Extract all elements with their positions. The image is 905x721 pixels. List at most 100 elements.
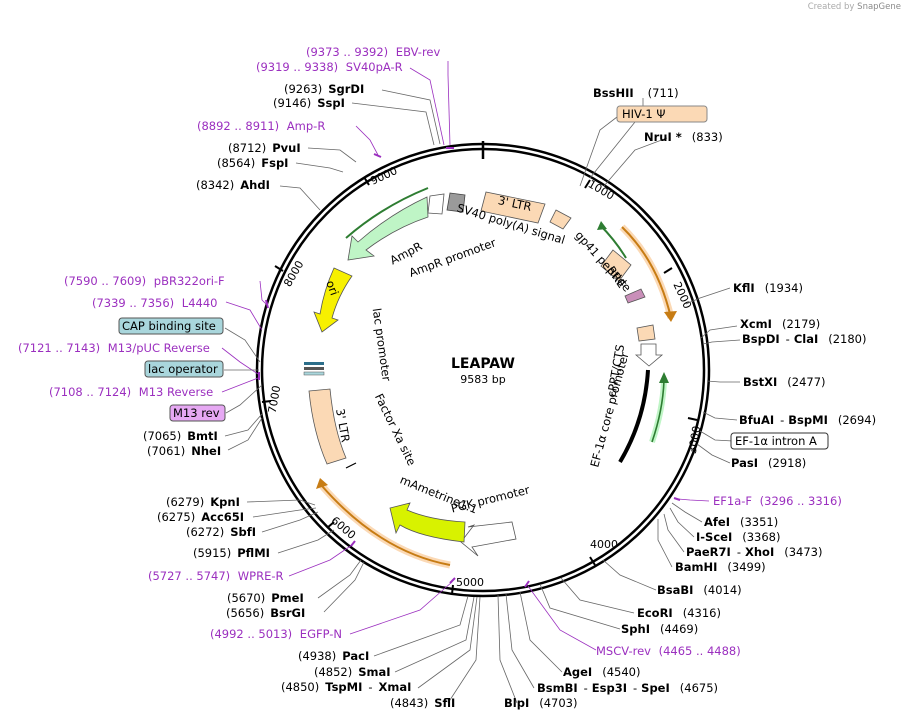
- enz-kfli: KflI(1934): [733, 281, 803, 295]
- ampr-feature: [347, 196, 429, 261]
- tick-1000: [584, 179, 591, 189]
- enz-blpi-name: BlpI: [504, 696, 529, 710]
- enz-ecori-name: EcoRI: [637, 606, 673, 620]
- enz-paci-pos: (4938): [298, 649, 336, 663]
- tick-5000: [451, 584, 454, 595]
- tick-8000: [274, 265, 284, 272]
- leader-nhei: [227, 417, 263, 451]
- primer-m13rev-name: M13 Reverse: [139, 385, 213, 399]
- factor-xa-label: Factor Xa site: [372, 391, 419, 467]
- enz-bamhi-name: BamHI: [675, 560, 717, 574]
- primer-egfp: (4992 .. 5013) EGFP-N: [210, 627, 342, 641]
- enz-ahdi: (8342)AhdI: [196, 178, 270, 192]
- ef1a-core-bar: [618, 369, 650, 464]
- primer-mark-pbr: [265, 299, 269, 309]
- enz-nhei-pos: (7061): [147, 444, 185, 458]
- enz-bsmbi-name: BsmBI: [537, 681, 578, 695]
- enz-pvui: (8712)PvuI: [228, 141, 301, 155]
- enz-nrui-pos: (833): [692, 130, 723, 144]
- enz-sgrdi-pos: (9263): [284, 82, 322, 96]
- leader-pasi: [696, 443, 731, 464]
- enz-pasi-pos: (2918): [768, 456, 806, 470]
- leader-agei: [519, 591, 563, 673]
- primer-mark-ef1a: [673, 497, 681, 501]
- primer-ef1af-name: EF1a-F: [713, 494, 752, 508]
- hiv-psi-label: HIV-1 Ψ: [622, 107, 665, 121]
- enz-bstxi-pos: (2477): [787, 375, 825, 389]
- primer-m13rev: (7108 .. 7124) M13 Reverse: [49, 385, 213, 399]
- snapgene-credit: Created by SnapGene: [808, 2, 901, 12]
- enz-xcmi: XcmI(2179): [740, 317, 820, 331]
- enz-fspi-pos: (8564): [217, 156, 255, 170]
- leader-ahdi: [279, 185, 321, 211]
- lac-bar-1: [304, 362, 324, 365]
- enz-sgrdi-name: SgrDI: [328, 82, 364, 96]
- leader-sbfi: [261, 511, 319, 533]
- ltr-top-label: 3' LTR: [497, 193, 533, 214]
- enz-tspmi: (4850)TspMI-XmaI: [281, 680, 411, 694]
- enz-nhei: (7061) NheI: [147, 444, 221, 458]
- primer-pbr322-name: pBR322ori-F: [154, 274, 225, 288]
- leader-bspdi: [702, 339, 741, 345]
- tick-label-7000: 7000: [266, 384, 284, 414]
- enz-iscei: I-SceI(3368): [696, 530, 780, 544]
- enz-ahdi-name: AhdI: [240, 178, 270, 192]
- leader-sv40pa: [409, 67, 445, 146]
- green-arc-ef1a: [651, 379, 665, 443]
- leader-mscv: [527, 585, 597, 651]
- ampr-promoter-label: AmpR promoter: [407, 235, 498, 280]
- rre-feature: [600, 249, 632, 282]
- enz-sspi: (9146)SspI: [273, 96, 345, 110]
- enz-tspmi-name: TspMI: [325, 680, 362, 694]
- leader-paer7i: [663, 513, 685, 553]
- enz-sphi-pos: (4469): [660, 622, 698, 636]
- cap-label: CAP binding site: [122, 319, 216, 333]
- enz-bfuai-pos: (2694): [838, 413, 876, 427]
- enz-spei-name: SpeI: [641, 681, 670, 695]
- leader-bfuai: [702, 411, 738, 421]
- enz-paer7i-pos: (3473): [784, 545, 822, 559]
- enz-pflmi-pos: (5915): [193, 546, 231, 560]
- enz-nrui: NruI *(833): [644, 130, 723, 144]
- enz-bmti: (7065)BmtI: [143, 429, 218, 443]
- leader-smai: [394, 596, 475, 673]
- leader-m13rev: [221, 377, 259, 393]
- tick-label-3000: 3000: [686, 425, 704, 455]
- enz-pasi-name: PasI: [731, 456, 758, 470]
- leader-sgrdi: [381, 89, 441, 145]
- enz-sspi-pos: (9146): [273, 96, 311, 110]
- enz-afei: AfeI(3351): [704, 515, 778, 529]
- enz-smai: (4852)SmaI: [314, 665, 391, 679]
- leader-blpi: [497, 594, 518, 704]
- enz-bsshii-pos: (711): [648, 86, 679, 100]
- enz-pmei-name: PmeI: [271, 591, 304, 605]
- primer-ebv-pos: (9373 .. 9392): [306, 45, 388, 59]
- enz-nhei-name: NheI: [191, 444, 221, 458]
- primer-pbr322: (7590 .. 7609) pBR322ori-F: [64, 274, 225, 288]
- tick-label-4000: 4000: [590, 538, 618, 551]
- enz-ecori: EcoRI(4316): [637, 606, 721, 620]
- enz-bstxi-name: BstXI: [743, 375, 777, 389]
- primer-ebv-name: EBV-rev: [396, 45, 441, 59]
- enz-bsshii-name: BssHII: [593, 86, 634, 100]
- enz-bsrgi-pos: (5656): [226, 606, 264, 620]
- credit-prefix: Created by: [807, 2, 855, 12]
- leader-kpni: [246, 499, 316, 506]
- sv40-feature: [446, 192, 466, 213]
- leader-sfli: [447, 596, 481, 704]
- enz-bamhi: BamHI(3499): [675, 560, 766, 574]
- primer-ampr: (8892 .. 8911) Amp-R: [197, 119, 325, 133]
- enz-xcmi-pos: (2179): [782, 317, 820, 331]
- enz-fspi: (8564)FspI: [217, 156, 288, 170]
- ef1a-intron-box: [730, 432, 829, 450]
- enz-bsmbi-pos: (4675): [680, 681, 718, 695]
- enz-kfli-pos: (1934): [765, 281, 803, 295]
- plasmid-name: LEAPAW: [451, 356, 515, 372]
- enz-sbfi: (6272)SbfI: [186, 525, 256, 539]
- enz-sbfi-name: SbfI: [230, 525, 256, 539]
- primer-egfp-pos: (4992 .. 5013): [210, 627, 292, 641]
- enz-acc65i-name: Acc65I: [201, 510, 244, 524]
- primer-l4440-pos: (7339 .. 7356): [92, 296, 174, 310]
- primer-l4440: (7339 .. 7356) L4440: [92, 296, 217, 310]
- enz-pflmi-name: PflMI: [237, 546, 270, 560]
